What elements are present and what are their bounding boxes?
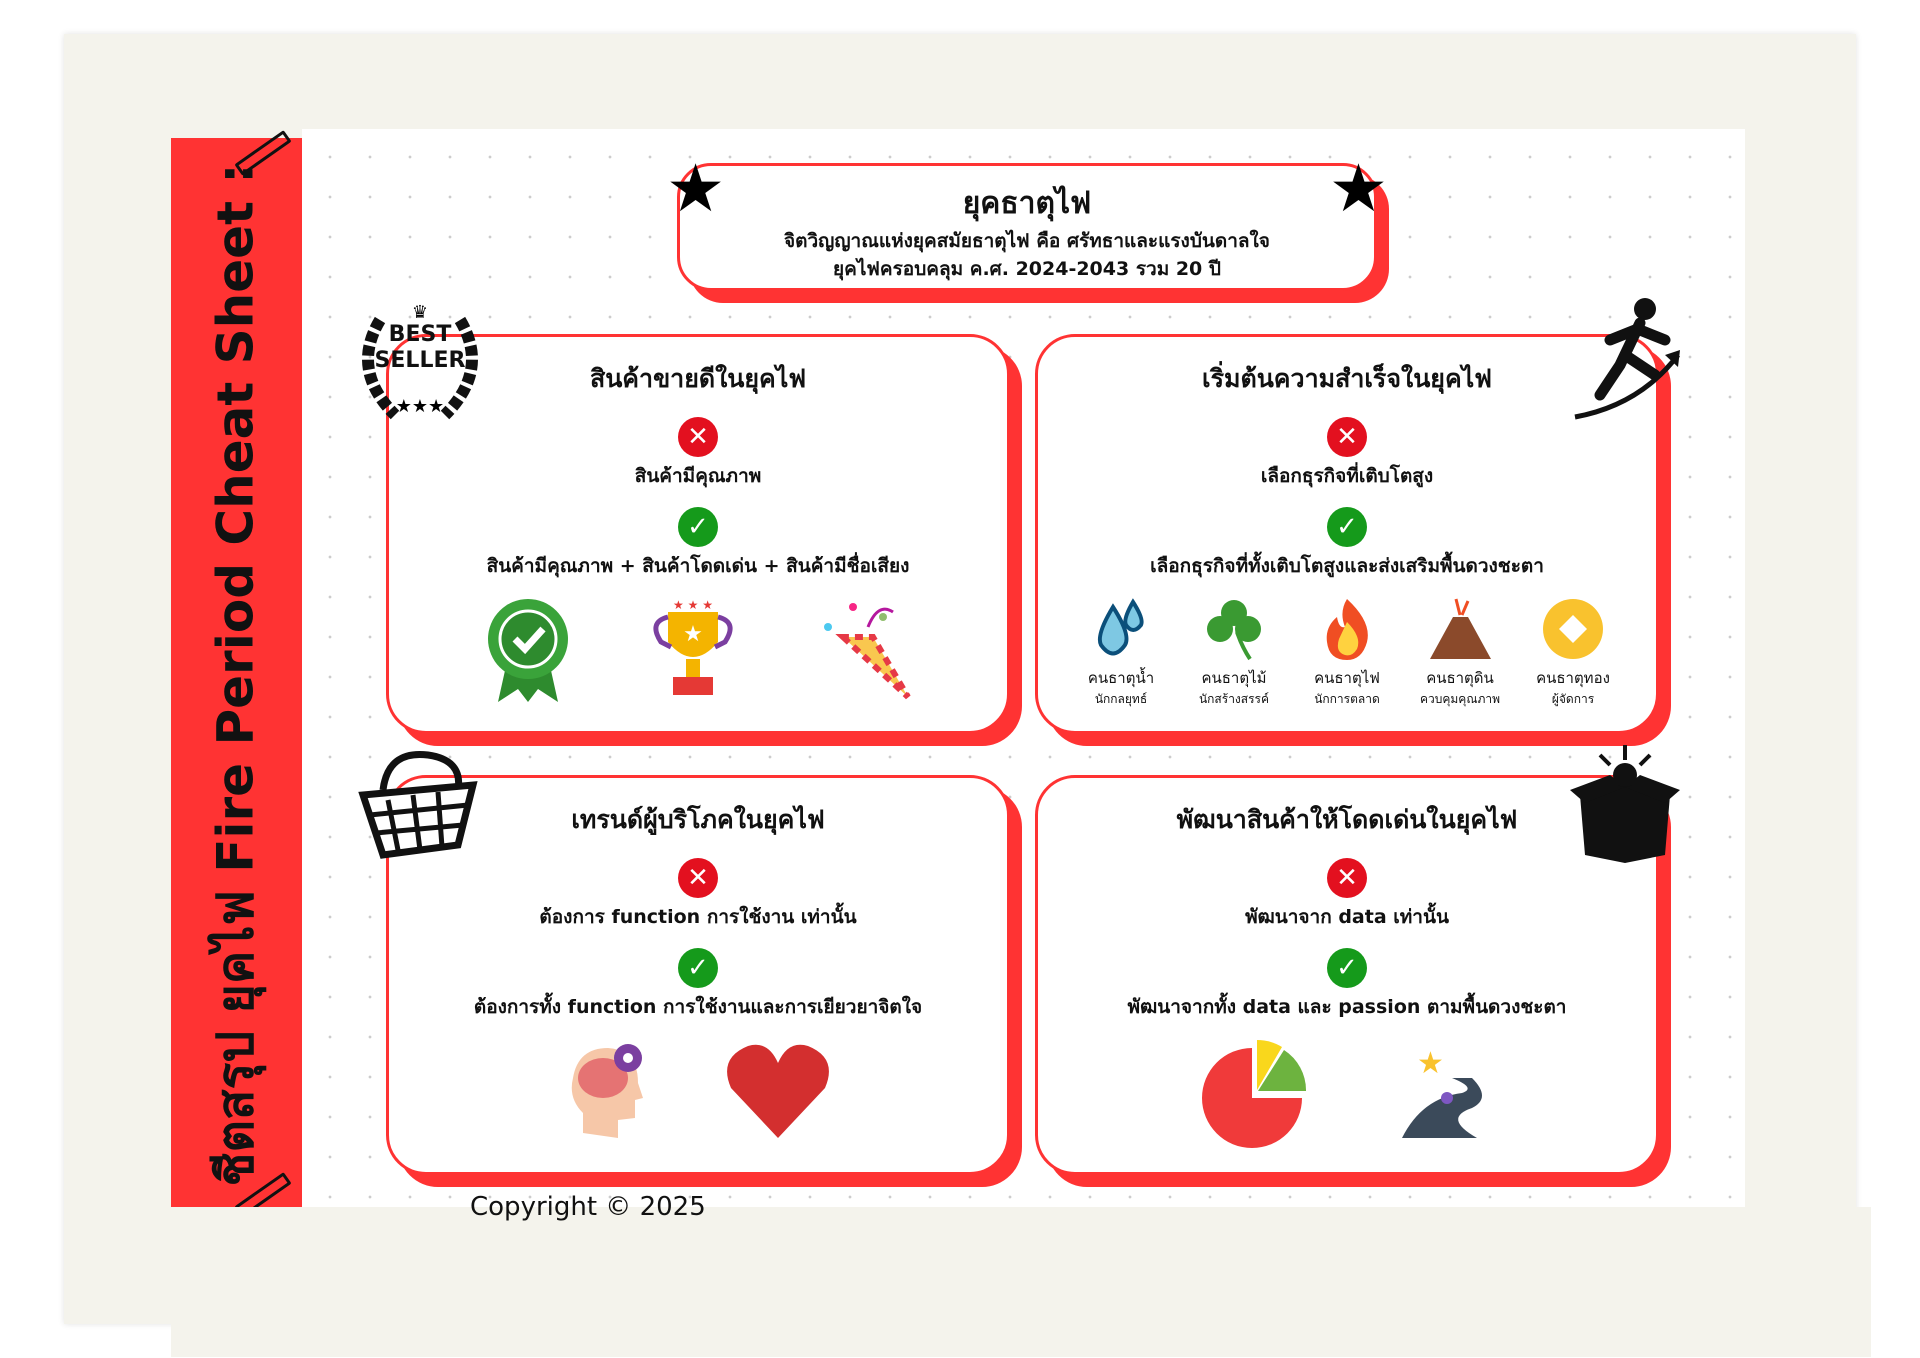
wrong-statement: ต้องการ function การใช้งาน เท่านั้น (539, 906, 857, 928)
header-period: ยุคไฟครอบคลุม ค.ศ. 2024-2043 รวม 20 ปี (833, 258, 1221, 280)
brain-head-icon (571, 1044, 643, 1138)
element-role: นักสร้างสรรค์ (1198, 692, 1270, 706)
cross-icon: ✕ (1327, 417, 1367, 457)
wrong-statement: สินค้ามีคุณภาพ (634, 465, 762, 487)
side-title: ชีตสรุป ยุคไฟ Fire Period Cheat Sheet : (206, 163, 265, 1187)
paper-bottom-edge (171, 1207, 1871, 1357)
element-fire: คนธาตุไฟนักการตลาด (1300, 597, 1395, 709)
element-name: คนธาตุไฟ (1314, 669, 1380, 687)
path-journey-icon: ★ (1402, 1046, 1482, 1138)
cross-icon: ✕ (1327, 858, 1367, 898)
svg-text:★: ★ (1417, 1046, 1444, 1081)
element-water: คนธาตุน้ำนักกลยุทธ์ (1074, 597, 1169, 709)
copyright-text: Copyright © 2025 (470, 1192, 706, 1222)
element-name: คนธาตุไม้ (1201, 669, 1267, 687)
right-statement: พัฒนาจากทั้ง data และ passion ตามพื้นดวง… (1127, 996, 1567, 1018)
cross-icon: ✕ (678, 417, 718, 457)
card-start-success: เริ่มต้นความสำเร็จในยุคไฟ ✕ เลือกธุรกิจท… (1035, 334, 1659, 734)
star-icon: ★ (1328, 150, 1388, 227)
header-box: ★ ★ ยุคธาตุไฟ จิตวิญญาณแห่งยุคสมัยธาตุไฟ… (666, 156, 1388, 291)
element-wood: คนธาตุไม้นักสร้างสรรค์ (1187, 597, 1282, 709)
card-title: พัฒนาสินค้าให้โดดเด่นในยุคไฟ (1176, 805, 1518, 834)
card-title: เริ่มต้นความสำเร็จในยุคไฟ (1202, 364, 1492, 393)
open-box-idea-icon (1570, 745, 1680, 869)
trophy-icon: ★ ★ ★ ★ (653, 598, 733, 695)
gold-coin-icon (1542, 599, 1603, 659)
wrong-statement: เลือกธุรกิจที่เติบโตสูง (1260, 465, 1434, 487)
svg-text:♛: ♛ (412, 302, 428, 323)
clover-icon (1206, 600, 1261, 661)
party-popper-icon (824, 603, 911, 700)
badge-text: SELLER (374, 348, 466, 373)
element-metal: คนธาตุทองผู้จัดการ (1526, 597, 1621, 709)
svg-text:★★★: ★★★ (396, 396, 444, 417)
check-icon: ✓ (1327, 507, 1367, 547)
cross-icon: ✕ (678, 858, 718, 898)
svg-text:★: ★ (683, 622, 703, 647)
element-earth: คนธาตุดินควบคุมคุณภาพ (1413, 597, 1508, 709)
card-best-selling: สินค้าขายดีในยุคไฟ ✕ สินค้ามีคุณภาพ ✓ สิ… (386, 334, 1010, 734)
water-drop-icon (1097, 598, 1144, 656)
side-banner: ชีตสรุป ยุคไฟ Fire Period Cheat Sheet : (171, 130, 302, 1218)
right-statement: สินค้ามีคุณภาพ + สินค้าโดดเด่น + สินค้าม… (486, 555, 910, 577)
card-title: สินค้าขายดีในยุคไฟ (589, 364, 807, 393)
card-product-development: พัฒนาสินค้าให้โดดเด่นในยุคไฟ ✕ พัฒนาจาก … (1035, 775, 1659, 1175)
shopping-basket-icon (358, 745, 478, 864)
check-icon: ✓ (678, 507, 718, 547)
check-icon: ✓ (1327, 948, 1367, 988)
element-role: นักกลยุทธ์ (1094, 692, 1148, 706)
star-icon: ★ (666, 150, 726, 227)
pie-chart-icon (1202, 1040, 1307, 1148)
header-subtitle: จิตวิญญาณแห่งยุคสมัยธาตุไฟ คือ ศรัทธาและ… (784, 230, 1270, 252)
card-title: เทรนด์ผู้บริโภคในยุคไฟ (571, 805, 825, 834)
check-icon: ✓ (678, 948, 718, 988)
heart-icon (727, 1044, 829, 1138)
element-role: นักการตลาด (1314, 692, 1380, 706)
element-role: ผู้จัดการ (1551, 692, 1595, 706)
running-up-icon (1570, 295, 1685, 429)
right-statement: เลือกธุรกิจที่ทั้งเติบโตสูงและส่งเสริมพื… (1150, 555, 1544, 577)
element-name: คนธาตุดิน (1426, 669, 1494, 687)
badge-text: BEST (388, 322, 452, 347)
element-role: ควบคุมคุณภาพ (1419, 692, 1501, 706)
fire-icon (1326, 599, 1368, 660)
svg-text:★ ★ ★: ★ ★ ★ (673, 598, 713, 612)
quality-badge-icon (488, 599, 568, 702)
element-name: คนธาตุทอง (1536, 669, 1610, 687)
right-statement: ต้องการทั้ง function การใช้งานและการเยีย… (473, 996, 923, 1018)
element-name: คนธาตุน้ำ (1087, 669, 1155, 687)
page-title: ยุคธาตุไฟ (962, 186, 1092, 221)
card-consumer-trends: เทรนด์ผู้บริโภคในยุคไฟ ✕ ต้องการ functio… (386, 775, 1010, 1175)
wrong-statement: พัฒนาจาก data เท่านั้น (1245, 906, 1449, 928)
volcano-icon (1429, 598, 1491, 659)
